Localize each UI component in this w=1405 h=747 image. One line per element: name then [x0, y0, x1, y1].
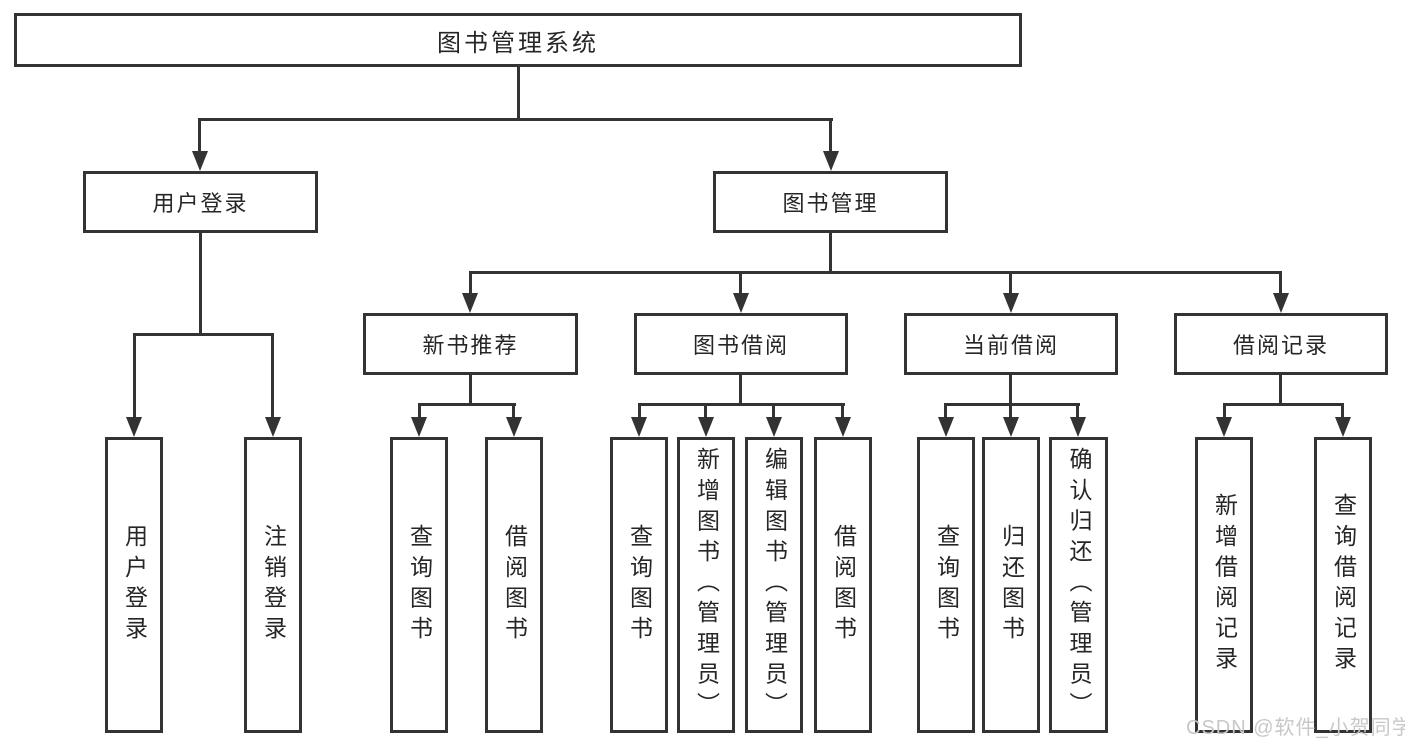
- connector-line: [418, 403, 516, 406]
- arrow-down-icon: [1335, 417, 1351, 437]
- connector-line: [1009, 375, 1012, 406]
- node-label: 图书管理: [782, 191, 879, 216]
- arrow-down-icon: [835, 417, 851, 437]
- connector-line: [841, 403, 844, 417]
- leaf-user-login: 用户登录: [105, 437, 163, 733]
- arrow-down-icon: [506, 417, 522, 437]
- arrow-down-icon: [126, 417, 142, 437]
- node-label: 编辑图书（管理员）: [761, 447, 788, 723]
- node-label: 图书借阅: [692, 333, 789, 358]
- node-root: 图书管理系统: [14, 13, 1022, 67]
- node-borrow-records: 借阅记录: [1174, 313, 1388, 375]
- node-label: 借阅图书: [830, 523, 857, 647]
- connector-line: [1009, 271, 1012, 293]
- arrow-down-icon: [462, 293, 478, 313]
- connector-line: [1279, 271, 1282, 293]
- connector-line: [418, 403, 421, 417]
- node-book-borrow: 图书借阅: [634, 313, 848, 375]
- leaf-return-book: 归还图书: [982, 437, 1040, 733]
- arrow-down-icon: [823, 151, 839, 171]
- connector-line: [739, 375, 742, 406]
- leaf-logout: 注销登录: [244, 437, 302, 733]
- connector-line: [469, 271, 1282, 274]
- connector-line: [1009, 403, 1012, 417]
- connector-line: [772, 403, 775, 417]
- connector-line: [517, 67, 520, 120]
- connector-line: [1076, 403, 1079, 417]
- connector-line: [1223, 403, 1226, 417]
- connector-line: [829, 233, 832, 271]
- node-label: 用户登录: [121, 523, 148, 647]
- connector-line: [199, 233, 202, 333]
- node-label: 归还图书: [998, 523, 1025, 647]
- node-user-login: 用户登录: [83, 171, 318, 233]
- node-label: 查询图书: [626, 523, 653, 647]
- arrow-down-icon: [698, 417, 714, 437]
- connector-line: [271, 333, 274, 417]
- node-label: 确认归还（管理员）: [1066, 447, 1092, 723]
- leaf-query-borrow-record: 查询借阅记录: [1314, 437, 1372, 733]
- leaf-edit-book-admin: 编辑图书（管理员）: [745, 437, 803, 733]
- node-label: 查询图书: [933, 523, 960, 647]
- connector-line: [829, 118, 832, 151]
- leaf-borrow-books: 借阅图书: [814, 437, 872, 733]
- node-label: 注销登录: [260, 523, 287, 647]
- node-book-management: 图书管理: [713, 171, 948, 233]
- node-label: 查询借阅记录: [1330, 493, 1357, 677]
- connector-line: [133, 333, 274, 336]
- arrow-down-icon: [411, 417, 427, 437]
- leaf-add-borrow-record: 新增借阅记录: [1195, 437, 1253, 733]
- node-label: 借阅图书: [501, 523, 528, 647]
- arrow-down-icon: [1216, 417, 1232, 437]
- arrow-down-icon: [938, 417, 954, 437]
- watermark-text: CSDN @软件_小贺同学: [1186, 717, 1405, 739]
- connector-line: [638, 403, 845, 406]
- arrow-down-icon: [766, 417, 782, 437]
- node-label: 新增借阅记录: [1211, 493, 1238, 677]
- leaf-borrow-books-recommend: 借阅图书: [485, 437, 543, 733]
- connector-line: [198, 118, 201, 151]
- arrow-down-icon: [733, 293, 749, 313]
- connector-line: [198, 118, 833, 121]
- leaf-query-books-recommend: 查询图书: [390, 437, 448, 733]
- connector-line: [945, 403, 1080, 406]
- node-label: 新书推荐: [422, 333, 519, 358]
- node-label: 借阅记录: [1232, 333, 1329, 358]
- connector-line: [944, 403, 947, 417]
- connector-line: [704, 403, 707, 417]
- node-current-borrow: 当前借阅: [904, 313, 1118, 375]
- arrow-down-icon: [1003, 293, 1019, 313]
- arrow-down-icon: [192, 151, 208, 171]
- leaf-confirm-return-admin: 确认归还（管理员）: [1049, 437, 1108, 733]
- connector-line: [1279, 375, 1282, 406]
- leaf-query-books-current: 查询图书: [917, 437, 975, 733]
- node-label: 新增图书（管理员）: [693, 447, 720, 723]
- connector-line: [469, 271, 472, 293]
- arrow-down-icon: [631, 417, 647, 437]
- connector-line: [1341, 403, 1344, 417]
- connector-line: [1223, 403, 1344, 406]
- node-new-book-recommend: 新书推荐: [363, 313, 578, 375]
- arrow-down-icon: [1003, 417, 1019, 437]
- node-label: 当前借阅: [962, 333, 1059, 358]
- leaf-query-books-borrow: 查询图书: [610, 437, 668, 733]
- connector-line: [133, 333, 136, 417]
- connector-line: [469, 375, 472, 406]
- connector-line: [739, 271, 742, 293]
- arrow-down-icon: [1273, 293, 1289, 313]
- connector-line: [512, 403, 515, 417]
- node-label: 图书管理系统: [437, 29, 599, 57]
- node-label: 查询图书: [406, 523, 433, 647]
- arrow-down-icon: [265, 417, 281, 437]
- arrow-down-icon: [1070, 417, 1086, 437]
- leaf-add-book-admin: 新增图书（管理员）: [677, 437, 735, 733]
- node-label: 用户登录: [152, 191, 249, 216]
- connector-line: [638, 403, 641, 417]
